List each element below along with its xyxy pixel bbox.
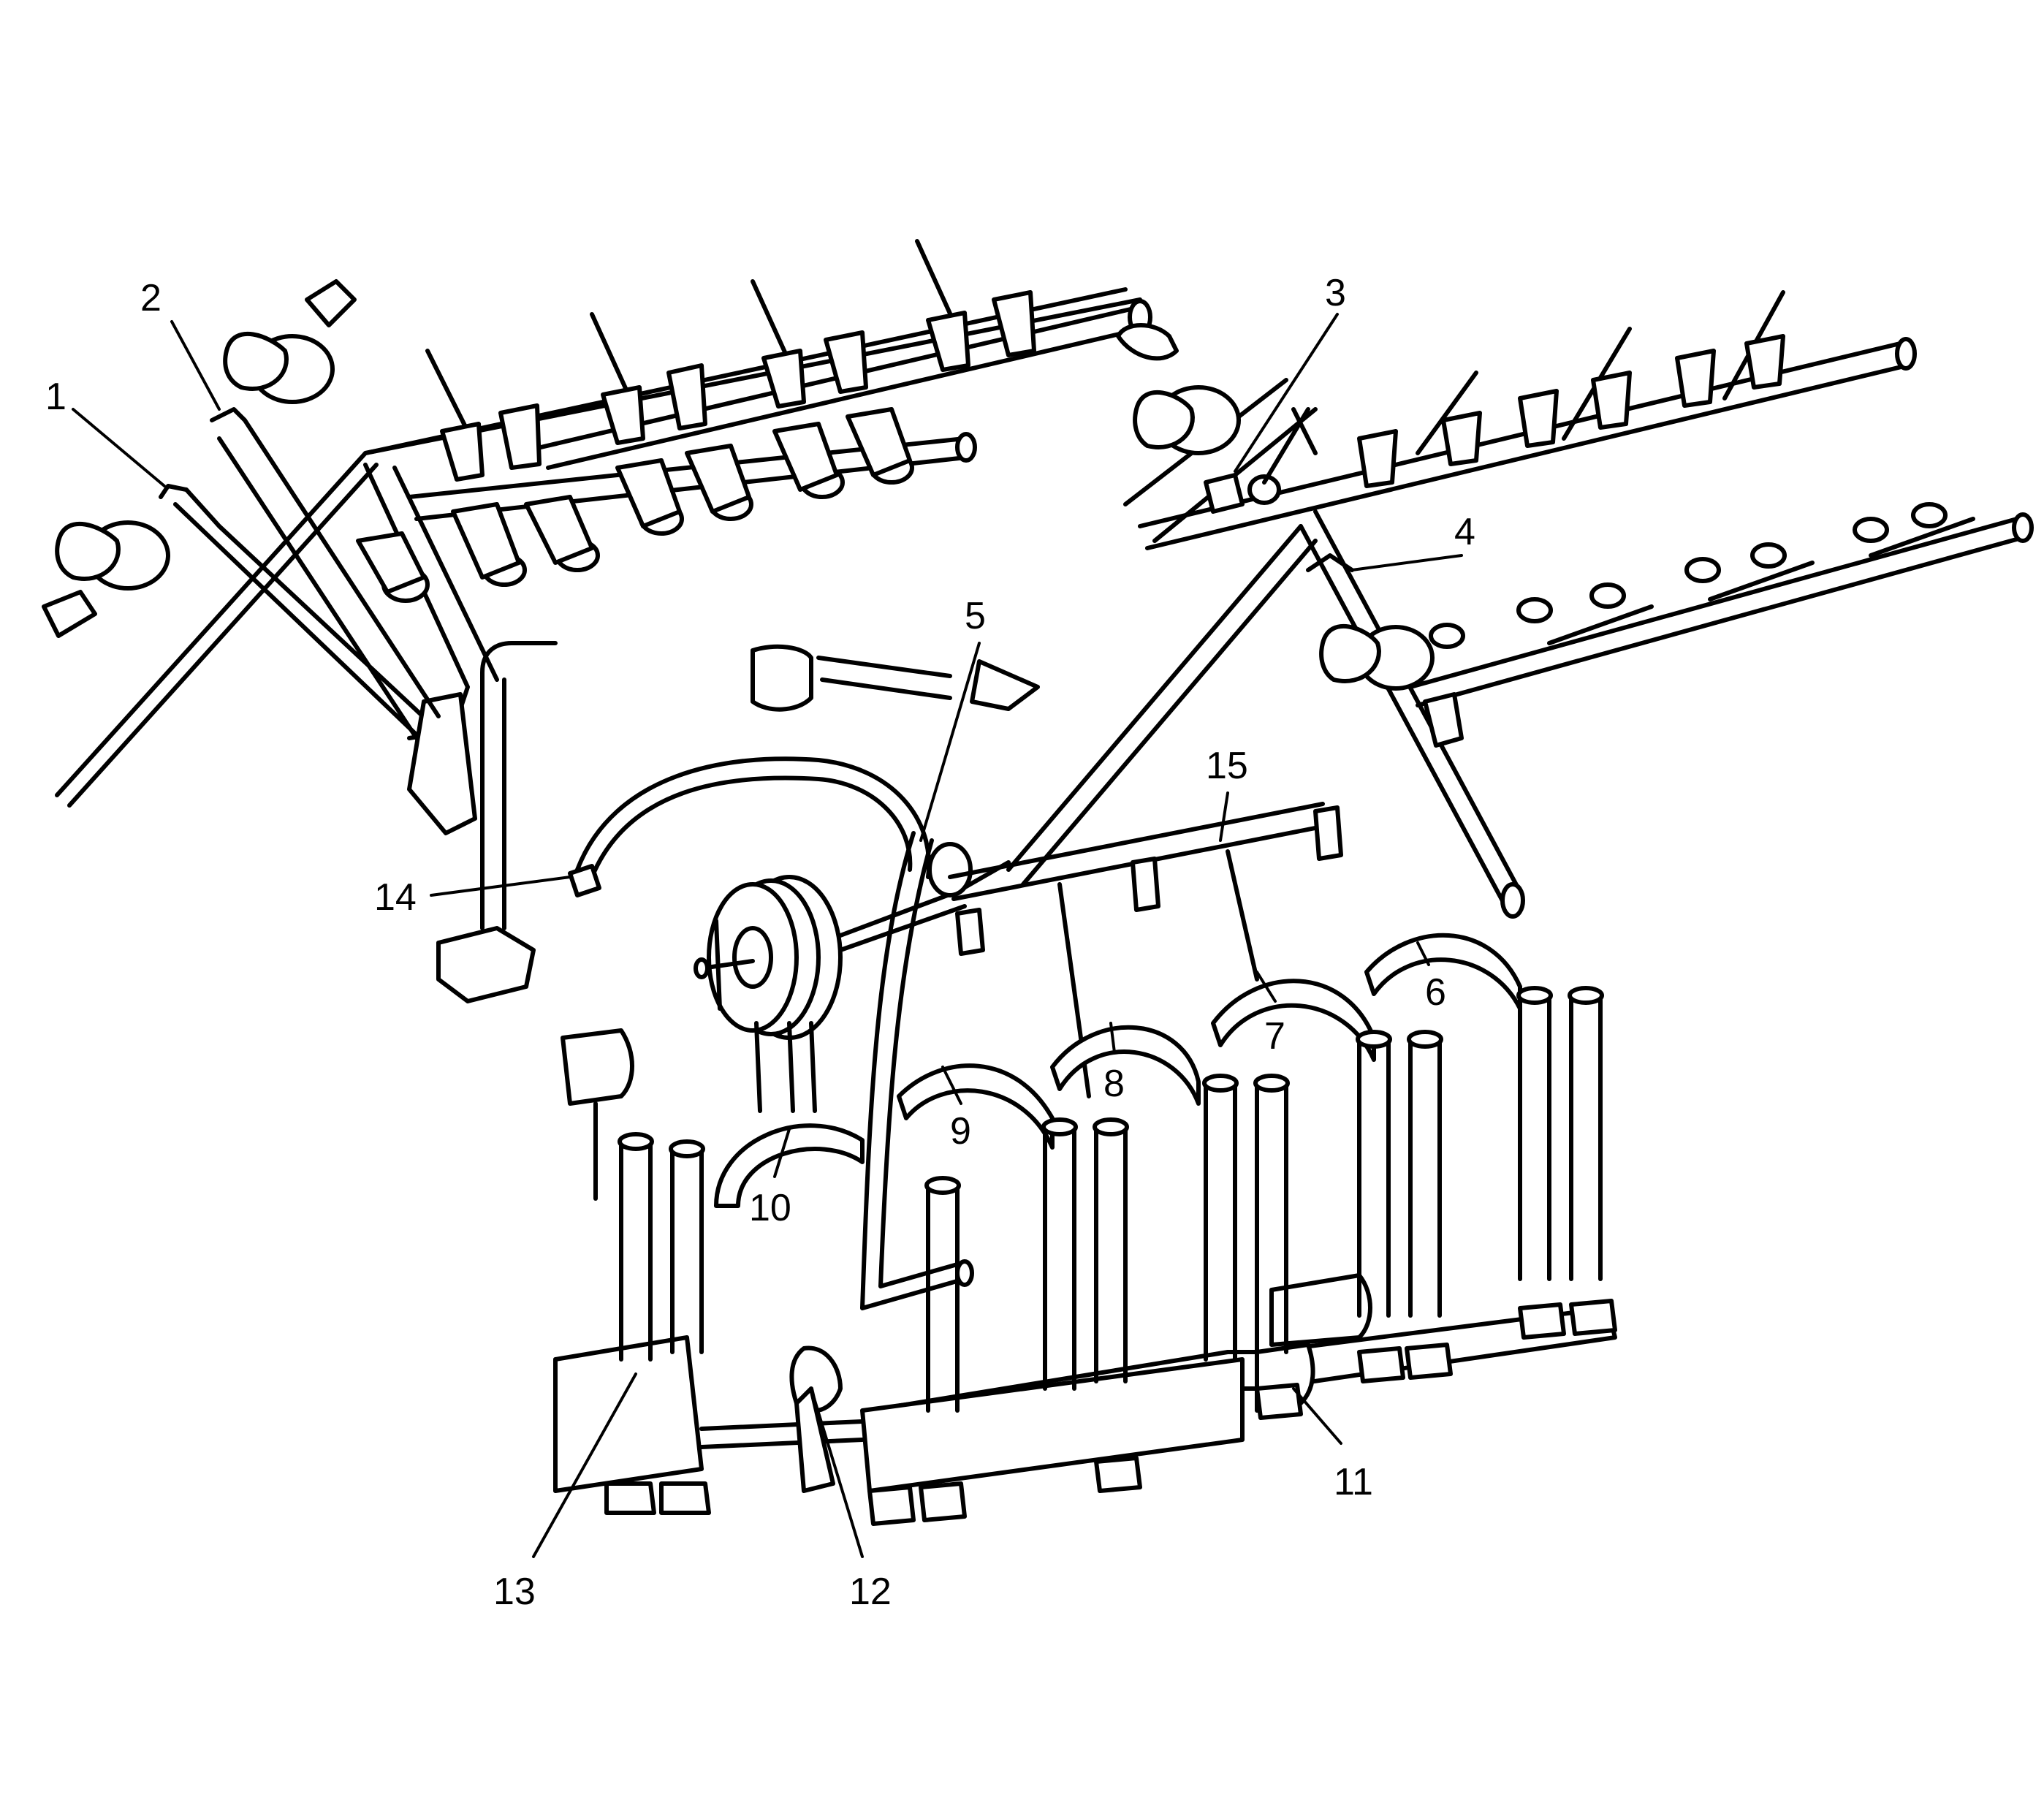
right-clamp-3 [1116,323,1310,514]
vertical-posts [561,986,1604,1413]
base-bolts [604,1299,1617,1526]
callout-11: 11 [1334,1461,1373,1503]
callout-2: 2 [140,277,162,319]
callout-labels: 1 2 3 4 5 6 7 8 9 10 11 12 13 14 15 [45,272,1475,1613]
base-frame [553,1273,1617,1526]
fork-bar [948,802,1343,1098]
callout-leaders [72,313,1463,1558]
rear-pad-bar [751,644,1040,712]
left-injector-cups [356,239,1036,603]
callout-10: 10 [749,1187,791,1229]
center-pulley-assembly [568,756,1011,1310]
right-injector-cups [1291,290,1975,649]
callout-8: 8 [1103,1063,1125,1105]
right-clamp-4 [1306,553,1464,748]
callout-4: 4 [1454,511,1475,553]
callout-15: 15 [1206,745,1248,787]
callout-1: 1 [45,376,67,418]
callout-13: 13 [493,1571,536,1613]
callout-3: 3 [1325,272,1346,314]
left-end-bracket-1 [42,484,477,835]
callout-12: 12 [849,1571,892,1613]
callout-9: 9 [950,1110,971,1153]
callout-6: 6 [1425,971,1446,1014]
left-end-bracket-2 [210,279,441,740]
callout-5: 5 [965,595,986,637]
callout-7: 7 [1264,1015,1285,1058]
callout-14: 14 [374,876,417,919]
